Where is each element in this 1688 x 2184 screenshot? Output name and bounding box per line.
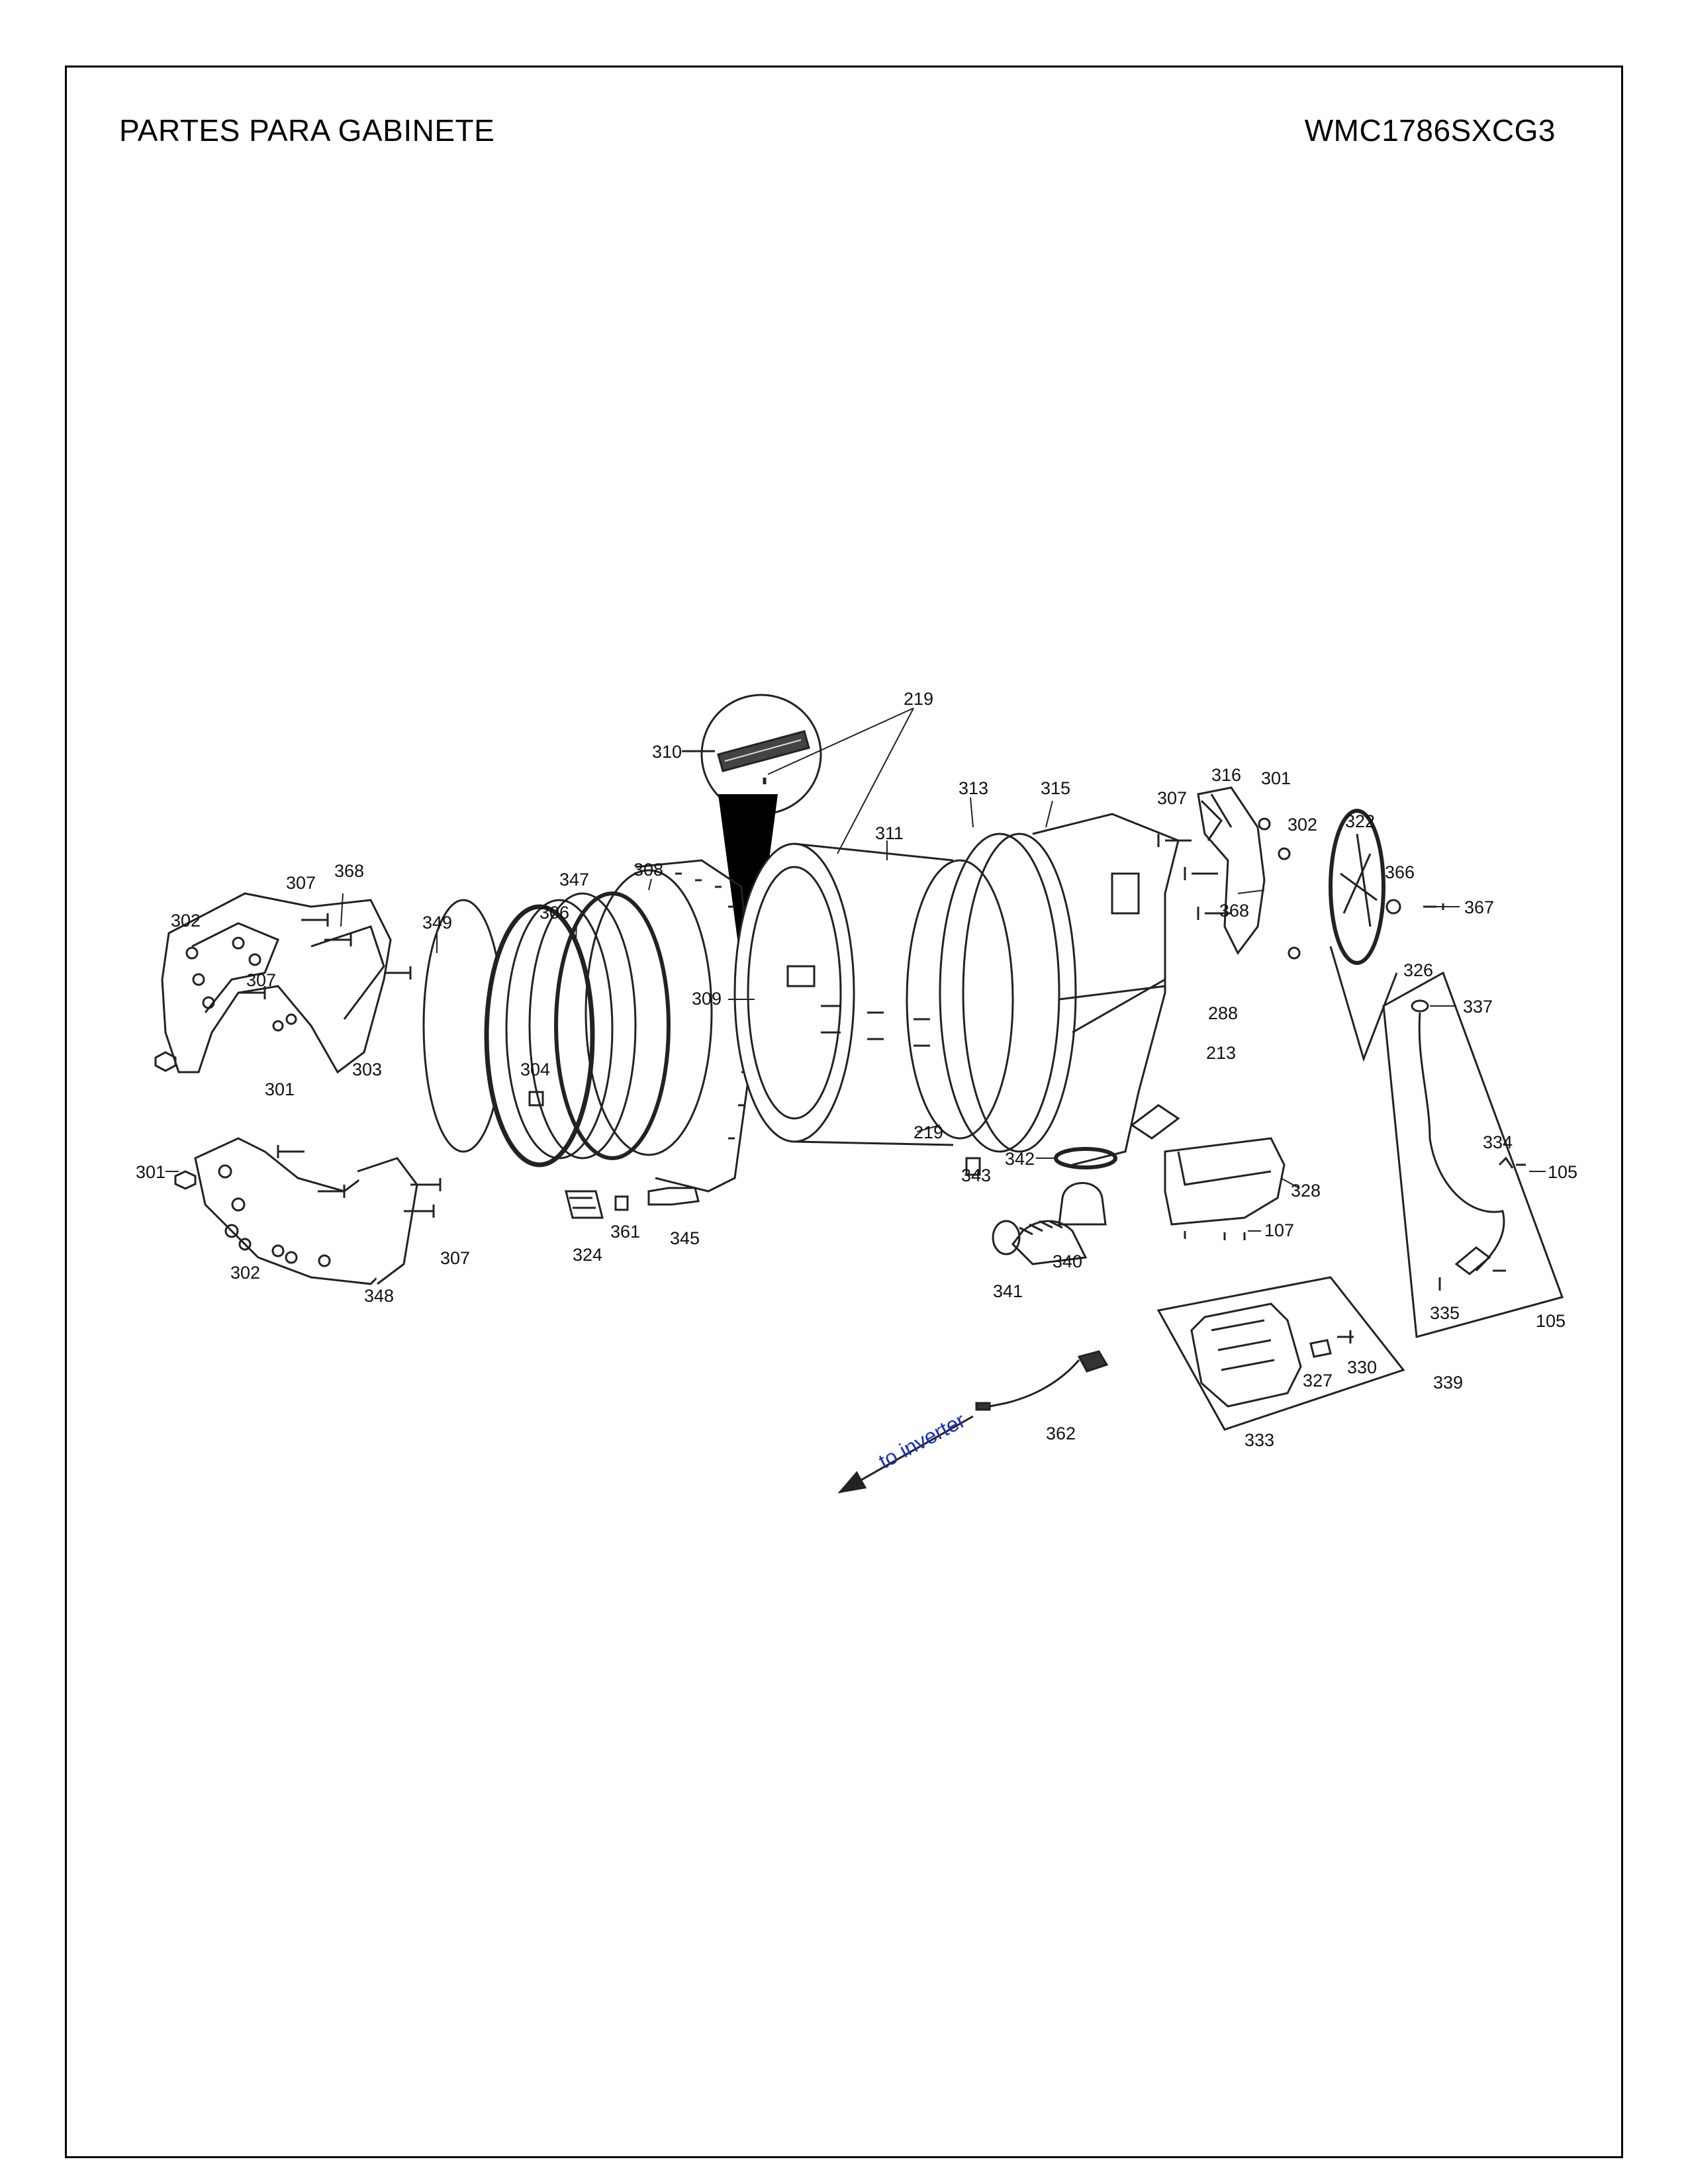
callout-341: 341: [993, 1281, 1023, 1301]
callout-330: 330: [1347, 1357, 1377, 1377]
callout-307: 307: [1157, 788, 1187, 808]
callout-304: 304: [520, 1060, 550, 1079]
callout-327: 327: [1303, 1371, 1333, 1390]
callout-361: 361: [610, 1222, 640, 1242]
callout-219: 219: [904, 689, 933, 709]
page-title: PARTES PARA GABINETE: [119, 113, 495, 148]
callout-335: 335: [1430, 1303, 1460, 1323]
small-parts-front: [565, 1187, 700, 1219]
callout-322: 322: [1345, 811, 1375, 831]
drum: [733, 842, 1014, 1146]
callout-368: 368: [1219, 901, 1249, 921]
callout-302: 302: [230, 1263, 260, 1283]
callout-303: 303: [352, 1060, 382, 1079]
outer-tub: [939, 813, 1180, 1166]
callout-326: 326: [1403, 960, 1433, 980]
callout-347: 347: [559, 870, 589, 889]
door-gasket-group: [422, 859, 756, 1193]
callout-307: 307: [440, 1248, 470, 1268]
callout-309: 309: [692, 989, 722, 1009]
pressure-hose-group: [1382, 971, 1564, 1338]
leader-lines: [165, 707, 1546, 1232]
callout-labels: 219 310 313 315 316 301 307 302 322 311 …: [136, 689, 1577, 1473]
callout-301: 301: [1261, 768, 1291, 788]
callout-366: 366: [1385, 862, 1415, 882]
callout-313: 313: [959, 778, 988, 798]
motor-group: [1156, 1276, 1405, 1431]
callout-343: 343: [961, 1165, 991, 1185]
callout-342: 342: [1005, 1149, 1035, 1169]
callout-316: 316: [1211, 765, 1241, 785]
callout-315: 315: [1041, 778, 1070, 798]
rear-counterweight-bracket: [154, 892, 412, 1074]
callout-302: 302: [1288, 815, 1317, 835]
model-number: WMC1786SXCG3: [1304, 113, 1556, 148]
callout-219: 219: [914, 1122, 943, 1142]
callout-345: 345: [670, 1228, 700, 1248]
callout-339: 339: [1433, 1373, 1463, 1392]
cover-328: [1164, 1137, 1286, 1240]
drain-pump-group: [965, 1147, 1117, 1265]
callout-333: 333: [1244, 1430, 1274, 1450]
callout-288: 288: [1208, 1003, 1238, 1023]
callout-340: 340: [1053, 1251, 1082, 1271]
callout-307: 307: [286, 873, 316, 893]
callout-301: 301: [136, 1162, 165, 1182]
callout-310: 310: [652, 742, 682, 762]
callout-349: 349: [422, 913, 452, 933]
callout-368: 368: [334, 861, 364, 881]
callout-328: 328: [1291, 1181, 1321, 1201]
callout-367: 367: [1464, 897, 1494, 917]
callout-348: 348: [364, 1286, 394, 1306]
callout-311: 311: [875, 823, 904, 843]
callout-301: 301: [265, 1079, 295, 1099]
callout-334: 334: [1483, 1132, 1513, 1152]
front-counterweight-bracket: [174, 1137, 442, 1285]
callout-324: 324: [573, 1245, 602, 1265]
page-frame: [65, 66, 1623, 2158]
pulley-and-belt: [1329, 809, 1444, 1062]
callout-307: 307: [246, 970, 276, 990]
callout-105: 105: [1548, 1162, 1577, 1182]
callout-105: 105: [1536, 1311, 1566, 1331]
callout-337: 337: [1463, 997, 1493, 1017]
callout-302: 302: [171, 911, 201, 931]
callout-107: 107: [1264, 1220, 1294, 1240]
inverter-note: to inverter: [874, 1408, 969, 1473]
callout-308: 308: [633, 860, 663, 880]
callout-213: 213: [1206, 1043, 1236, 1063]
inverter-harness: [837, 1350, 1109, 1494]
rear-bracket-right: [1157, 786, 1301, 960]
callout-306: 306: [539, 903, 569, 923]
callout-362: 362: [1046, 1424, 1076, 1443]
